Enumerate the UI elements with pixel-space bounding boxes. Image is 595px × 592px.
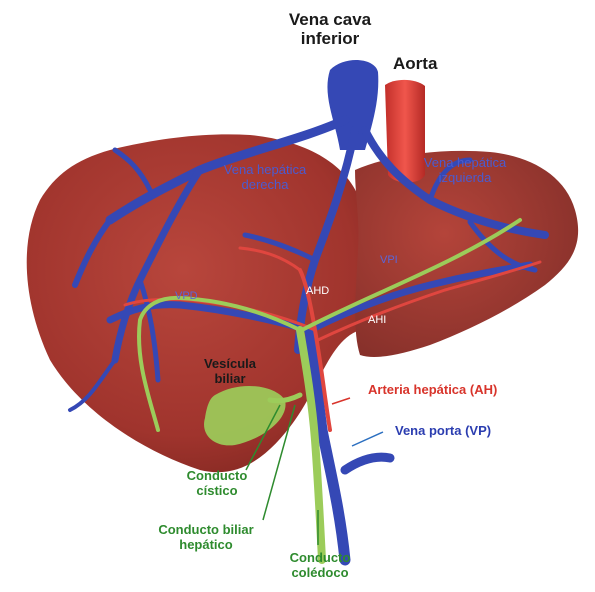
cystic-duct-label: Conducto cístico	[172, 469, 262, 498]
ivc-label-line1: Vena cava	[270, 10, 390, 29]
common-bile-duct-label: Conducto colédoco	[272, 551, 368, 580]
right-hepatic-vein-line2: derecha	[205, 178, 325, 193]
right-hepatic-vein-label: Vena hepática derecha	[205, 163, 325, 192]
hepatic-duct-line2: hepático	[138, 538, 274, 553]
hepatic-artery-label: Arteria hepática (AH)	[368, 383, 497, 398]
left-hepatic-vein-line2: izquierda	[405, 171, 525, 186]
vpi-label: VPI	[380, 254, 398, 266]
aorta-label: Aorta	[393, 54, 437, 73]
cystic-duct-line1: Conducto	[172, 469, 262, 484]
hepatic-duct-label: Conducto biliar hepático	[138, 523, 274, 552]
common-bile-duct-line2: colédoco	[272, 566, 368, 581]
ahi-label: AHI	[368, 314, 386, 326]
gallbladder-label-line2: biliar	[197, 372, 263, 387]
ahd-label: AHD	[306, 285, 329, 297]
cystic-duct-line2: cístico	[172, 484, 262, 499]
gallbladder-label-line1: Vesícula	[197, 357, 263, 372]
left-hepatic-vein-label: Vena hepática izquierda	[405, 156, 525, 185]
hepatic-duct-line1: Conducto biliar	[138, 523, 274, 538]
gallbladder-label: Vesícula biliar	[197, 357, 263, 386]
portal-vein-label: Vena porta (VP)	[395, 424, 491, 439]
right-hepatic-vein-line1: Vena hepática	[205, 163, 325, 178]
vpd-label: VPD	[175, 290, 198, 302]
left-hepatic-vein-line1: Vena hepática	[405, 156, 525, 171]
ivc-label-line2: inferior	[270, 29, 390, 48]
common-bile-duct-line1: Conducto	[272, 551, 368, 566]
ivc-label: Vena cava inferior	[270, 10, 390, 48]
